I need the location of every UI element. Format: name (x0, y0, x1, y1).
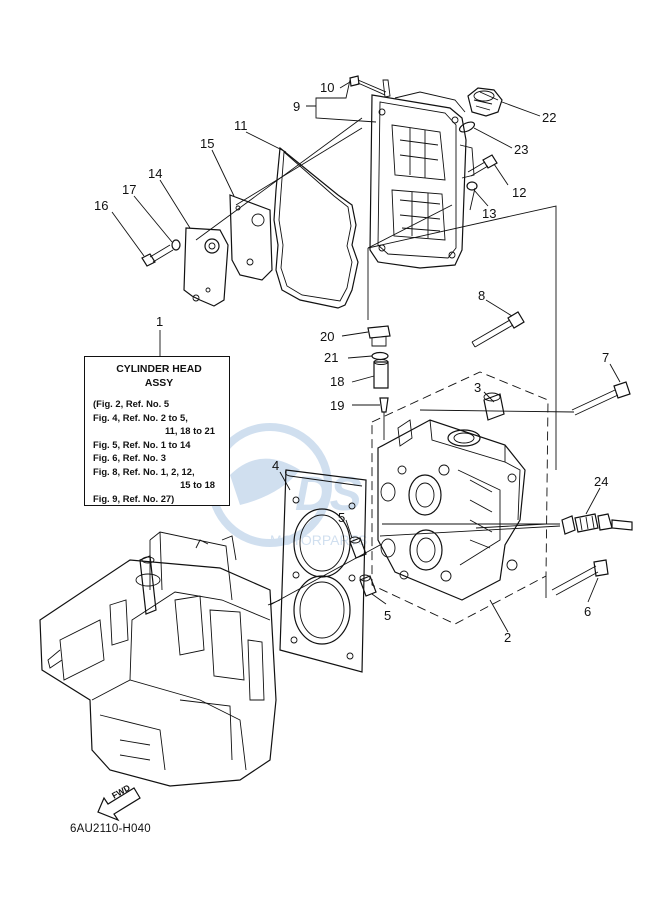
callout-7: 7 (602, 350, 609, 365)
o-ring-23 (458, 121, 476, 133)
callout-12: 12 (512, 185, 526, 200)
callout-5-upper: 5 (338, 510, 345, 525)
callout-19: 19 (330, 398, 344, 413)
diagram-code: 6AU2110-H040 (70, 823, 151, 835)
sleeve-5-upper (349, 536, 367, 559)
info-box-subtitle: ASSY (144, 378, 174, 389)
callout-18: 18 (330, 374, 344, 389)
callout-13: 13 (482, 206, 496, 221)
plate-14 (183, 227, 229, 307)
plug-20 (367, 325, 391, 347)
bolt-16 (141, 244, 174, 267)
callout-20: 20 (320, 329, 334, 344)
pin-19 (379, 397, 389, 413)
washer-17 (171, 239, 181, 251)
bolt-6 (551, 559, 609, 596)
callout-17: 17 (122, 182, 136, 197)
callout-9: 9 (293, 99, 300, 114)
cylinder-head-cover (369, 91, 475, 269)
callout-24: 24 (594, 474, 608, 489)
callout-22: 22 (542, 110, 556, 125)
bolt-10 (349, 75, 391, 98)
sleeve-5-lower (359, 574, 377, 597)
info-box-title: CYLINDER HEAD (116, 364, 202, 375)
callout-11: 11 (234, 118, 248, 133)
dowel-3 (483, 392, 505, 421)
callout-3: 3 (474, 380, 481, 395)
callout-21: 21 (324, 350, 338, 365)
info-ref-line: Fig. 6, Ref. No. 3 (93, 452, 166, 463)
bolt-8 (471, 311, 525, 348)
gasket-11 (273, 146, 359, 309)
callout-6: 6 (584, 604, 591, 619)
info-ref-line: 15 to 18 (180, 479, 215, 490)
bolt-12 (467, 154, 498, 177)
info-ref-line: 11, 18 to 21 (164, 425, 215, 436)
bolt-7 (571, 381, 631, 416)
plate-15 (229, 194, 273, 281)
callout-10: 10 (320, 80, 334, 95)
info-ref-line: Fig. 9, Ref. No. 27) (93, 492, 175, 504)
fwd-arrow-icon (97, 787, 141, 822)
head-gasket-4 (279, 469, 367, 673)
callout-5-lower: 5 (384, 608, 391, 623)
callout-2: 2 (504, 630, 511, 645)
sleeve-18 (373, 361, 389, 389)
cylinder-head (377, 419, 526, 601)
callout-8: 8 (478, 288, 485, 303)
callout-15: 15 (200, 136, 214, 151)
spark-plug-24 (561, 513, 633, 535)
callout-16: 16 (94, 198, 108, 213)
info-ref-line: Fig. 4, Ref. No. 2 to 5, (93, 411, 188, 423)
washer-13 (466, 181, 478, 191)
oil-filler-cap-22 (467, 87, 503, 117)
svg-text:DS: DS (295, 468, 362, 521)
cylinder-block (39, 531, 277, 787)
ring-21 (371, 351, 389, 361)
info-ref-line: (Fig. 2, Ref. No. 5 (93, 398, 170, 409)
callout-14: 14 (148, 166, 162, 181)
callout-23: 23 (514, 142, 528, 157)
callout-4: 4 (272, 458, 279, 473)
callout-1: 1 (156, 314, 163, 329)
assembly-info-box: CYLINDER HEAD ASSY (Fig. 2, Ref. No. 5 F… (84, 356, 230, 506)
info-ref-line: Fig. 5, Ref. No. 1 to 14 (93, 438, 191, 450)
info-ref-line: Fig. 8, Ref. No. 1, 2, 12, (93, 465, 195, 477)
